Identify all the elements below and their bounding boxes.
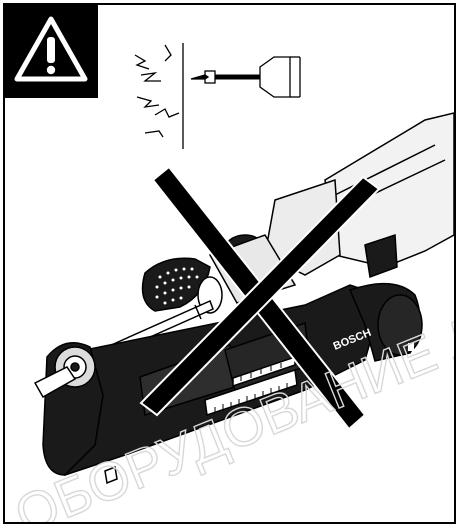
cross-out-icon xyxy=(139,165,381,431)
drilling-into-wall-icon xyxy=(134,43,301,149)
main-illustration: BOSCH xyxy=(33,43,454,485)
warning-triangle-icon xyxy=(14,16,88,82)
figure-frame: BOSCH ОБОРУДОВАНИЕ ДЛЯ РЕШЕНИЯ xyxy=(3,3,456,524)
warning-box xyxy=(5,5,98,98)
